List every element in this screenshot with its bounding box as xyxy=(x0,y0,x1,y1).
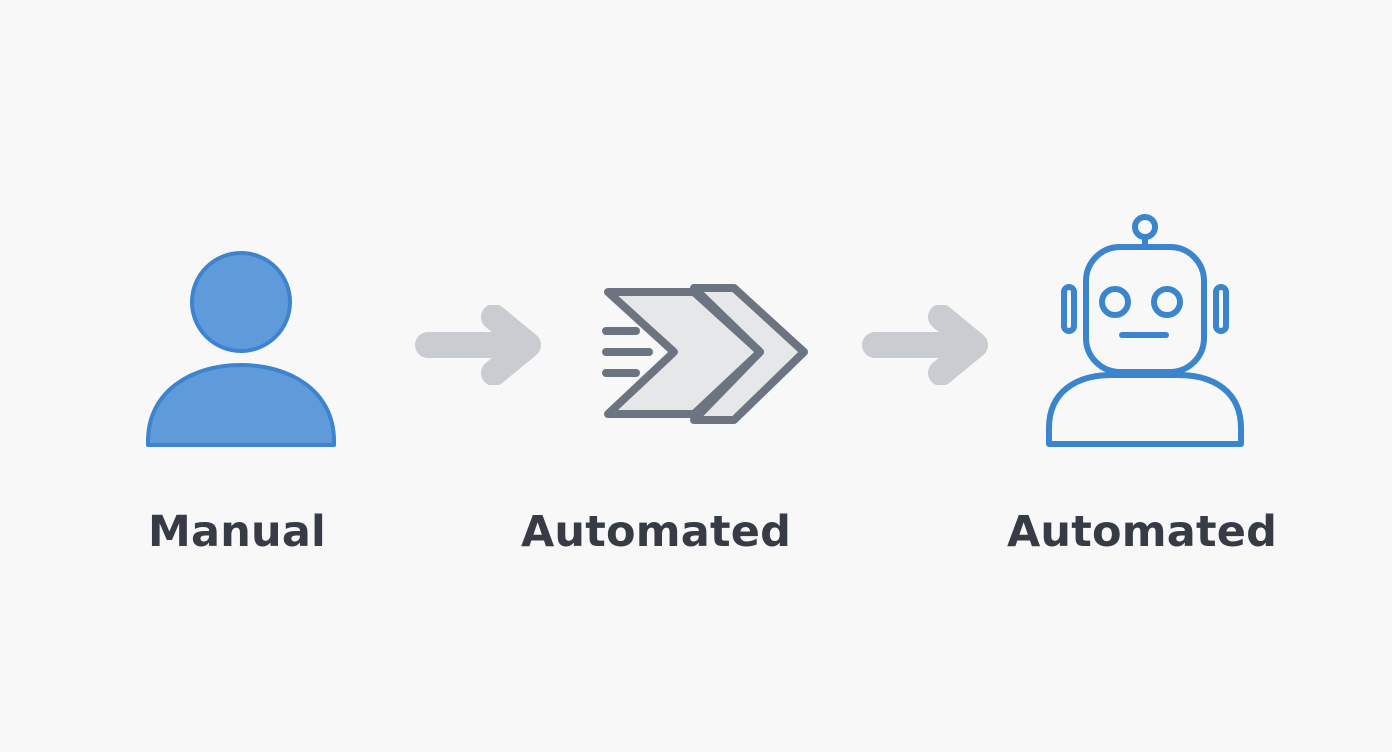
fast-forward-chevron-icon xyxy=(602,284,808,424)
step-label-automated-robot: Automated xyxy=(1006,507,1278,557)
step-label-manual: Manual xyxy=(148,507,326,557)
right-arrow-icon xyxy=(415,305,541,385)
right-arrow-icon xyxy=(862,305,988,385)
person-icon xyxy=(146,251,336,447)
step-label-automated: Automated xyxy=(520,507,792,557)
robot-icon xyxy=(1046,214,1244,447)
